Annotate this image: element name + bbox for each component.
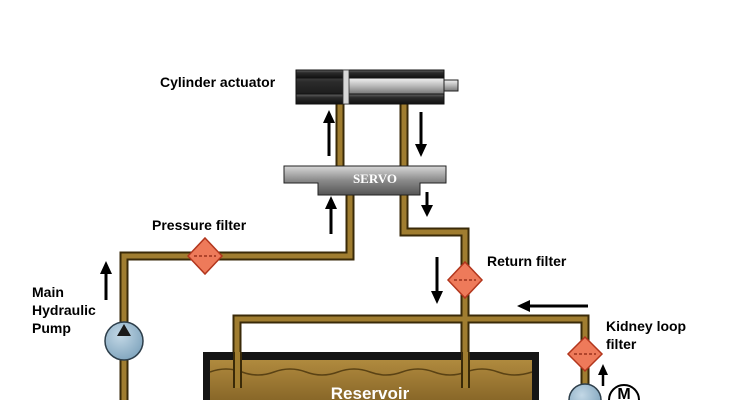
arrow-up-icon (323, 110, 335, 156)
kidney-loop-filter-label: Kidney loop filter (606, 318, 687, 352)
pump-circle-icon (568, 383, 602, 400)
flow-arrows (100, 110, 608, 386)
servo-valve (283, 165, 447, 196)
arrow-up-icon (598, 364, 608, 386)
motor-label: M (617, 386, 631, 403)
main-hydraulic-pump-label: Main Hydraulic Pump (32, 284, 96, 336)
cylinder-actuator (295, 69, 459, 105)
filter-diamond-icon (566, 335, 604, 373)
arrow-up-icon (100, 261, 112, 300)
filter-diamond-icon (186, 236, 224, 276)
cylinder-actuator-label: Cylinder actuator (160, 74, 276, 90)
pump-circle-icon (104, 321, 144, 361)
pressure-filter-label: Pressure filter (152, 217, 247, 233)
arrow-down-icon (431, 257, 443, 304)
arrow-up-icon (325, 196, 337, 234)
reservoir-label: Reservoir (330, 384, 410, 403)
arrow-left-icon (517, 300, 588, 312)
filter-diamond-icon (446, 260, 484, 300)
reservoir-tank (203, 352, 539, 400)
motor-circle-icon (608, 384, 640, 400)
return-filter-label: Return filter (487, 253, 567, 269)
arrow-down-icon (415, 112, 427, 157)
servo-label: SERVO (352, 171, 398, 186)
arrow-down-icon (421, 192, 433, 217)
